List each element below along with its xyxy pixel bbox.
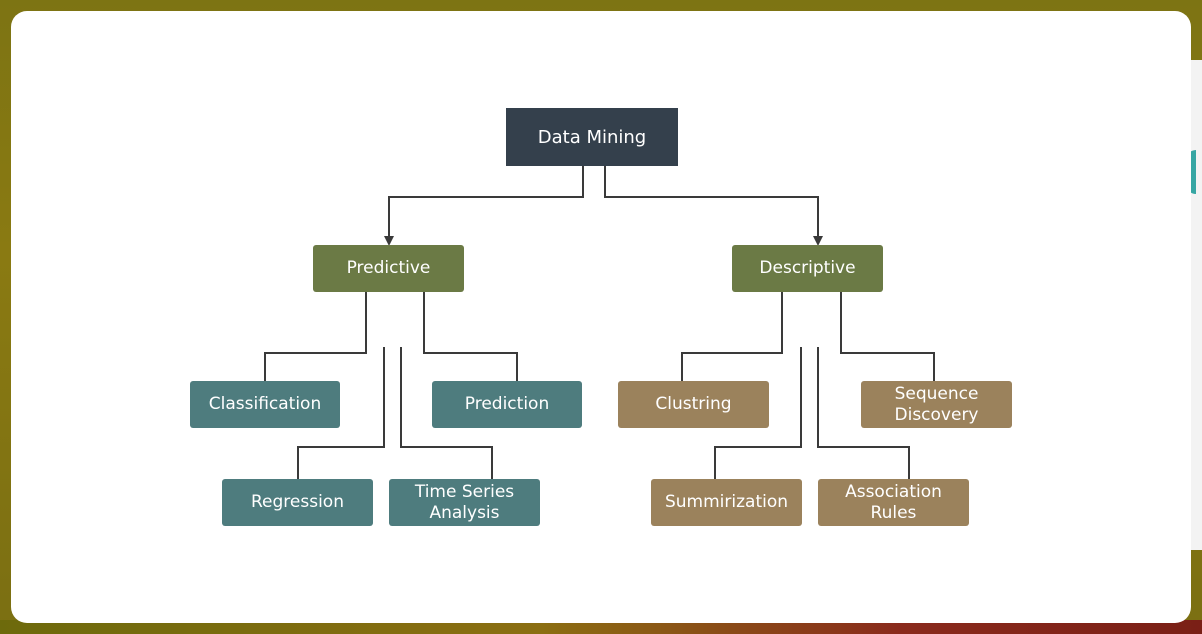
- adjacent-slide-decoration: [1186, 150, 1196, 194]
- connector-association: [817, 347, 910, 479]
- node-summirization: Summirization: [651, 479, 802, 526]
- node-sequence-discovery: Sequence Discovery: [861, 381, 1012, 428]
- connector-regression: [297, 347, 385, 479]
- node-association-rules: Association Rules: [818, 479, 969, 526]
- node-prediction: Prediction: [432, 381, 582, 428]
- connector-time-series: [400, 347, 493, 479]
- node-clustring: Clustring: [618, 381, 769, 428]
- node-regression: Regression: [222, 479, 373, 526]
- connector-prediction: [423, 292, 518, 381]
- node-descriptive: Descriptive: [732, 245, 883, 292]
- diagram-card: Data Mining Predictive Descriptive Class…: [11, 11, 1191, 623]
- connector-clustring: [681, 292, 783, 381]
- connector-root-predictive: [384, 166, 584, 246]
- node-predictive: Predictive: [313, 245, 464, 292]
- connector-summirization: [714, 347, 802, 479]
- node-time-series-analysis: Time Series Analysis: [389, 479, 540, 526]
- connector-classification: [264, 292, 367, 381]
- node-data-mining: Data Mining: [506, 108, 678, 166]
- node-classification: Classification: [190, 381, 340, 428]
- connector-lines: [264, 166, 935, 479]
- connector-root-descriptive: [604, 166, 823, 246]
- background-strip: [0, 620, 1202, 634]
- connector-sequence: [840, 292, 935, 381]
